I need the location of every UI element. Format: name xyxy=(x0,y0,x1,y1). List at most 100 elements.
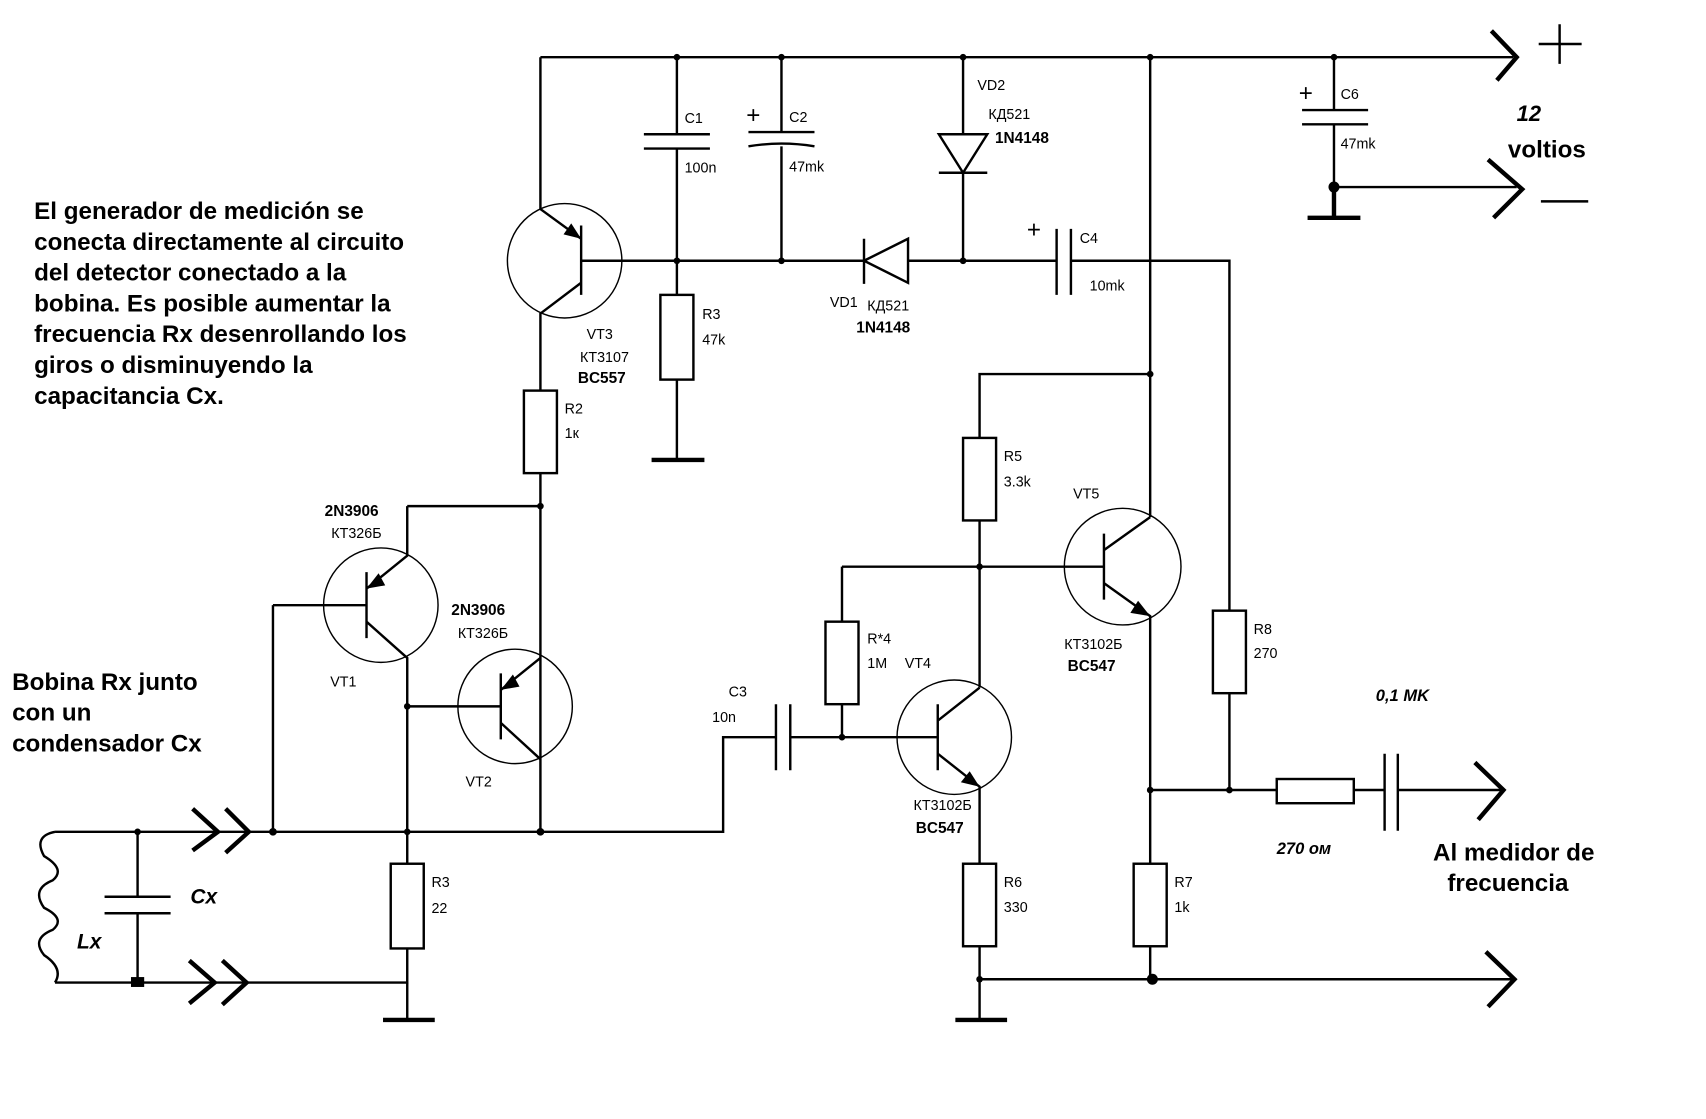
resistor-r7: R7 1k xyxy=(1132,862,1193,948)
component-label: 330 xyxy=(1004,900,1028,916)
component-label: 22 xyxy=(431,901,447,917)
component-label: VD1 xyxy=(830,295,858,311)
input-arrow-icon xyxy=(187,958,250,1007)
component-label: R6 xyxy=(1004,875,1022,891)
transistor-vt4: VT4 КТ3102Б BC547 xyxy=(896,656,1013,1023)
component-label: R3 xyxy=(702,307,720,323)
output-capacitor xyxy=(1383,753,1400,831)
output-ground-arrow-icon xyxy=(1484,950,1518,1009)
component-label: R2 xyxy=(565,402,583,418)
component-label: C3 xyxy=(729,684,747,700)
component-label: BC547 xyxy=(1068,658,1116,675)
component-label: R7 xyxy=(1174,875,1192,891)
voltage-value: 12 xyxy=(1517,101,1542,126)
resistor-r3-top xyxy=(659,293,695,381)
description-line: capacitancia Cx. xyxy=(34,383,224,410)
output-arrow-icon xyxy=(1473,760,1507,822)
coil-note-line: Bobina Rx junto xyxy=(12,669,198,696)
component-label: VT5 xyxy=(1073,486,1099,502)
coil-note-line: con un xyxy=(12,700,91,727)
transistor-vt1: 2N3906 КТ326Б VT1 xyxy=(271,503,439,864)
component-label: 10n xyxy=(712,710,736,726)
component-label: R*4 xyxy=(867,632,891,648)
component-label: + xyxy=(1027,217,1041,244)
input-section: R3 22 Cx Lx xyxy=(37,735,776,1023)
capacitor-c6: + C6 47mk xyxy=(1299,80,1377,152)
component-label: R8 xyxy=(1254,622,1272,638)
component-label: BC547 xyxy=(916,820,964,837)
description-line: conecta directamente al circuito xyxy=(34,229,404,256)
voltage-unit: voltios xyxy=(1508,136,1586,163)
component-label: 47mk xyxy=(1341,137,1377,153)
coil-note: Bobina Rx junto con un condensador Cx xyxy=(12,669,202,758)
capacitor-c4: + C4 10mk xyxy=(1027,217,1126,295)
component-label: 2N3906 xyxy=(451,602,505,619)
component-label: VT2 xyxy=(466,775,492,791)
component-label: Lx xyxy=(77,930,103,953)
component-label: 1к xyxy=(565,426,580,442)
plus-terminal-arrow xyxy=(1489,29,1520,82)
resistor-r5: R5 3.3k xyxy=(961,57,1154,688)
output-label: Al medidor de xyxy=(1433,839,1594,866)
component-label: КТ3102Б xyxy=(914,798,972,814)
diode-vd2: VD2 КД521 1N4148 xyxy=(936,57,1049,261)
resistor-r4: R*4 1M xyxy=(824,563,1104,738)
component-label: 1N4148 xyxy=(995,130,1049,147)
description-line: del detector conectado a la xyxy=(34,260,347,287)
component-label: 10mk xyxy=(1090,278,1126,294)
plus-sign-icon xyxy=(1538,24,1582,64)
capacitor-c3: C3 10n xyxy=(712,684,938,771)
component-label: КТ3107 xyxy=(580,350,629,366)
component-label: BC557 xyxy=(578,370,626,387)
component-label: VD2 xyxy=(977,78,1005,94)
component-label: Cx xyxy=(190,885,218,908)
capacitor-c1: C1 100n R3 47k xyxy=(643,57,726,463)
transistor-vt2: 2N3906 КТ326Б VT2 xyxy=(403,602,574,791)
component-label: 47k xyxy=(702,332,726,348)
resistor-r8: R8 270 xyxy=(1211,609,1278,695)
description-line: frecuencia Rx desenrollando los xyxy=(34,321,407,348)
component-label: + xyxy=(746,102,760,129)
component-label: КД521 xyxy=(867,298,909,314)
resistor-r3-bottom xyxy=(389,862,425,950)
component-label: КД521 xyxy=(988,107,1030,123)
transistor-vt3: VT3 КТ3107 BC557 xyxy=(506,57,629,391)
component-label: VT4 xyxy=(905,656,931,672)
resistor-r2: R2 1к xyxy=(407,389,583,832)
component-label: 2N3906 xyxy=(325,503,379,520)
output-resistor xyxy=(1275,777,1356,805)
component-label: C1 xyxy=(685,111,703,127)
component-label: КТ3102Б xyxy=(1064,637,1122,653)
component-label: C2 xyxy=(789,110,807,126)
component-label: 270 xyxy=(1254,646,1278,662)
description-text: El generador de medición se conecta dire… xyxy=(34,198,407,410)
description-line: giros o disminuyendo la xyxy=(34,352,313,379)
component-label: КТ326Б xyxy=(331,526,381,542)
diode-vd1: VD1 КД521 1N4148 xyxy=(830,236,911,336)
minus-terminal-arrow xyxy=(1486,157,1526,220)
component-label: R3 xyxy=(431,875,449,891)
coil-note-line: condensador Cx xyxy=(12,731,202,758)
component-label: 47mk xyxy=(789,160,825,176)
coil-lx xyxy=(37,830,59,984)
component-label: VT3 xyxy=(587,327,613,343)
component-label: 1k xyxy=(1174,900,1190,916)
component-label: КТ326Б xyxy=(458,626,508,642)
component-label: + xyxy=(1299,80,1313,107)
output-section: 0,1 MK 270 ом Al medidor de frecuencia xyxy=(976,687,1594,1009)
input-arrow-icon xyxy=(191,807,252,855)
output-label: frecuencia xyxy=(1447,870,1569,897)
component-label: 1M xyxy=(867,656,887,672)
transistor-vt5: VT5 КТ3102Б BC547 xyxy=(1063,486,1182,980)
capacitor-cx xyxy=(104,831,171,983)
component-label: 1N4148 xyxy=(856,319,910,336)
supply-rail: 12 voltios xyxy=(540,24,1589,221)
component-label: R5 xyxy=(1004,449,1022,465)
component-label: 100n xyxy=(685,161,717,177)
component-label: VT1 xyxy=(330,675,356,691)
component-label: C6 xyxy=(1341,87,1359,103)
component-label: 3.3k xyxy=(1004,474,1032,490)
resistor-r6: R6 330 xyxy=(961,862,1028,948)
description-line: bobina. Es posible aumentar la xyxy=(34,290,391,317)
